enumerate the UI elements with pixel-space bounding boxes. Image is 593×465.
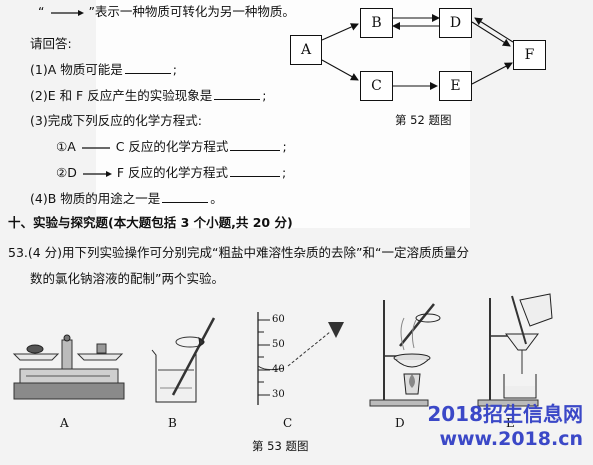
arrow-connector-icon xyxy=(82,170,112,177)
box-d: D xyxy=(439,8,472,38)
answer-blank-1[interactable] xyxy=(124,61,171,74)
cylinder-tick-40: 40 xyxy=(272,364,285,375)
arrow-note: “ ”表示一种物质可转化为另一种物质。 xyxy=(38,4,295,19)
box-f: F xyxy=(513,40,546,70)
cylinder-tick-30: 30 xyxy=(272,389,285,400)
question-1: (1)A 物质可能是; xyxy=(30,61,177,77)
box-a: A xyxy=(290,35,322,65)
beaker-stirring-illustration xyxy=(151,317,216,403)
cylinder-tick-50: 50 xyxy=(272,339,285,350)
question-3b: ②D F 反应的化学方程式; xyxy=(56,164,287,180)
apparatus-label-a: A xyxy=(60,416,69,430)
apparatus-label-d: D xyxy=(395,416,405,430)
filtration-illustration xyxy=(477,293,553,407)
prompt-text: 请回答: xyxy=(30,36,72,51)
arrow-a-b xyxy=(321,23,359,41)
arrow-d-f xyxy=(471,21,511,47)
answer-blank-2[interactable] xyxy=(214,87,261,100)
section-heading: 十、实验与探究题(本大题包括 3 个小题,共 20 分) xyxy=(8,215,293,230)
answer-blank-3b[interactable] xyxy=(229,164,280,177)
q53-line-2: 数的氯化钠溶液的配制”两个实验。 xyxy=(30,271,224,286)
content-panel xyxy=(96,0,470,228)
cylinder-tick-60: 60 xyxy=(272,314,285,325)
q52-caption: 第 52 题图 xyxy=(395,113,452,127)
q53-caption: 第 53 题图 xyxy=(252,439,309,453)
line-connector-icon xyxy=(81,146,110,149)
watermark-title: 2018招生信息网 xyxy=(427,402,583,426)
balance-illustration xyxy=(12,334,125,400)
box-e: E xyxy=(439,71,472,101)
apparatus-label-c: C xyxy=(283,416,293,430)
arrow-a-c xyxy=(321,59,359,81)
question-4: (4)B 物质的用途之一是。 xyxy=(30,190,223,206)
arrow-e-f xyxy=(471,62,513,85)
graduated-cylinder-illustration xyxy=(257,312,344,405)
arrow-legend-icon xyxy=(51,9,85,16)
answer-blank-3a[interactable] xyxy=(230,138,281,151)
q53-line-1: 53.(4 分)用下列实验操作可分别完成“粗盐中难溶性杂质的去除”和“一定溶质质… xyxy=(8,245,469,260)
apparatus-label-e: E xyxy=(506,416,515,430)
apparatus-label-b: B xyxy=(168,416,177,430)
question-3a: ①A C 反应的化学方程式; xyxy=(56,138,287,154)
watermark-url: www.2018.cn xyxy=(439,428,583,450)
box-b: B xyxy=(360,8,393,38)
box-c: C xyxy=(360,71,393,101)
question-2: (2)E 和 F 反应产生的实验现象是; xyxy=(30,87,267,103)
evaporation-illustration xyxy=(369,300,441,407)
answer-blank-4[interactable] xyxy=(162,190,209,203)
arrow-f-d xyxy=(474,17,514,43)
question-3: (3)完成下列反应的化学方程式: xyxy=(30,113,202,128)
